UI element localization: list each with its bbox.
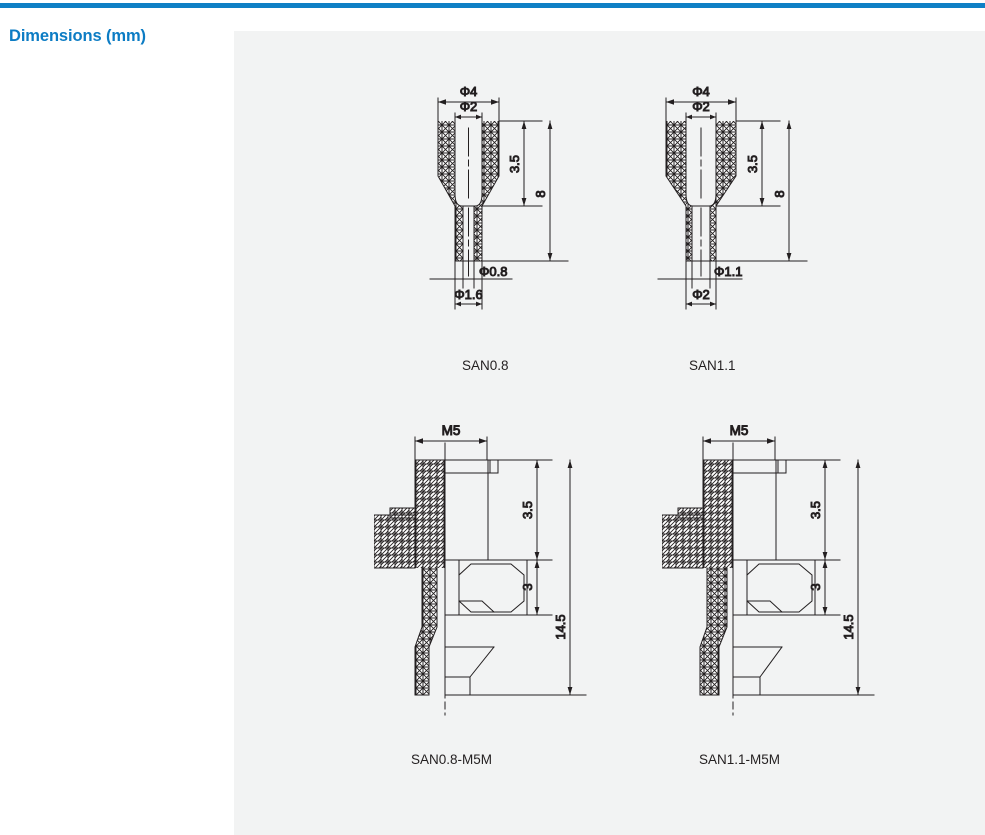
drawing-san08-svg: Φ4 Φ2 3.5 8 [429,84,569,310]
page-title: Dimensions (mm) [9,27,146,45]
dim-label-thread: M5 [730,423,749,438]
bore-outline [454,120,483,207]
dim-label-tip-bore: Φ0.8 [479,264,507,279]
hex-inner-chamfer [746,600,783,613]
drawing-san08: Φ4 Φ2 3.5 8 [400,76,600,373]
caption-san11: SAN1.1 [689,358,736,373]
caption-san08m5m: SAN0.8-M5M [411,752,493,767]
tip-bore-outline [691,205,711,262]
nozzle-right-outline [428,567,438,696]
arrow-d4 [666,99,736,105]
dim-label-total-length: 8 [772,190,787,197]
dim-label-hex-height: 3 [520,583,535,590]
dim-label-bore-depth: 3.5 [507,155,522,173]
nozzle-left-outline [414,567,430,696]
dim-label-total-length: 14.5 [553,614,568,639]
dim-label-upper-length: 3.5 [520,501,535,519]
flange-hatch [636,515,703,568]
drawing-san11m5m-svg: M5 3.5 3 14.5 [635,423,875,716]
hex-chamfer-profile [746,563,813,613]
thread-shank-hatch [703,460,733,515]
arrow-m5 [703,438,775,444]
shank-outline [414,459,446,516]
accent-top-bar [0,3,985,8]
drawing-san08m5m: M5 3.5 3 14.5 [347,415,614,767]
dim-label-hex-height: 3 [808,583,823,590]
arrow-d2 [455,114,482,120]
nozzle-left-outline [699,567,720,696]
nozzle-hatch [415,568,437,695]
dim-label-outer-dia: Φ4 [692,84,710,99]
nozzle-hatch [700,568,727,695]
flange-hatch-right [415,515,445,568]
dim-label-bore-dia: Φ2 [692,99,710,114]
arrow-d16 [455,301,482,307]
flange-hatch [348,515,415,568]
outline-right [481,120,500,262]
nozzle-right-outline [718,567,728,696]
dim-label-tip-outer: Φ2 [692,287,710,302]
dim-label-upper-length: 3.5 [808,501,823,519]
hex-inner-chamfer [458,600,495,613]
bore-outline [685,120,717,207]
drawing-san11-svg: Φ4 Φ2 3.5 8 [657,84,808,310]
caption-san11m5m: SAN1.1-M5M [699,752,781,767]
dim-label-total-length: 14.5 [841,614,856,639]
drawing-san11m5m: M5 3.5 3 14.5 [635,415,902,767]
washer-outline [389,507,417,519]
thread-shank-hatch [415,460,445,515]
dim-label-tip-outer: Φ1.6 [454,287,482,302]
drawings-panel: Φ4 Φ2 3.5 8 [234,31,985,835]
outline-left [665,120,687,262]
dim-label-thread: M5 [442,423,461,438]
nozzle-taper-right [759,646,783,696]
flange-hatch-right [703,515,733,568]
dim-label-total-length: 8 [533,190,548,197]
dim-label-outer-dia: Φ4 [460,84,478,99]
washer-hatch [678,508,704,518]
washer-hatch [390,508,416,518]
arrow-d2 [686,114,716,120]
dim-label-tip-bore: Φ1.1 [714,264,742,279]
caption-san08: SAN0.8 [462,358,509,373]
drawing-san11: Φ4 Φ2 3.5 8 [632,76,842,373]
hex-chamfer-profile [458,563,525,613]
nozzle-taper-right [469,646,495,696]
outline-right [715,120,737,262]
tip-bore-outline [462,205,475,262]
washer-outline [677,507,705,519]
dim-label-bore-dia: Φ2 [460,99,478,114]
shank-outline [702,459,734,516]
outline-left [437,120,456,262]
arrow-d2o [686,301,716,307]
arrow-m5 [415,438,487,444]
drawing-san08m5m-svg: M5 3.5 3 14.5 [347,423,587,716]
dim-label-bore-depth: 3.5 [745,155,760,173]
